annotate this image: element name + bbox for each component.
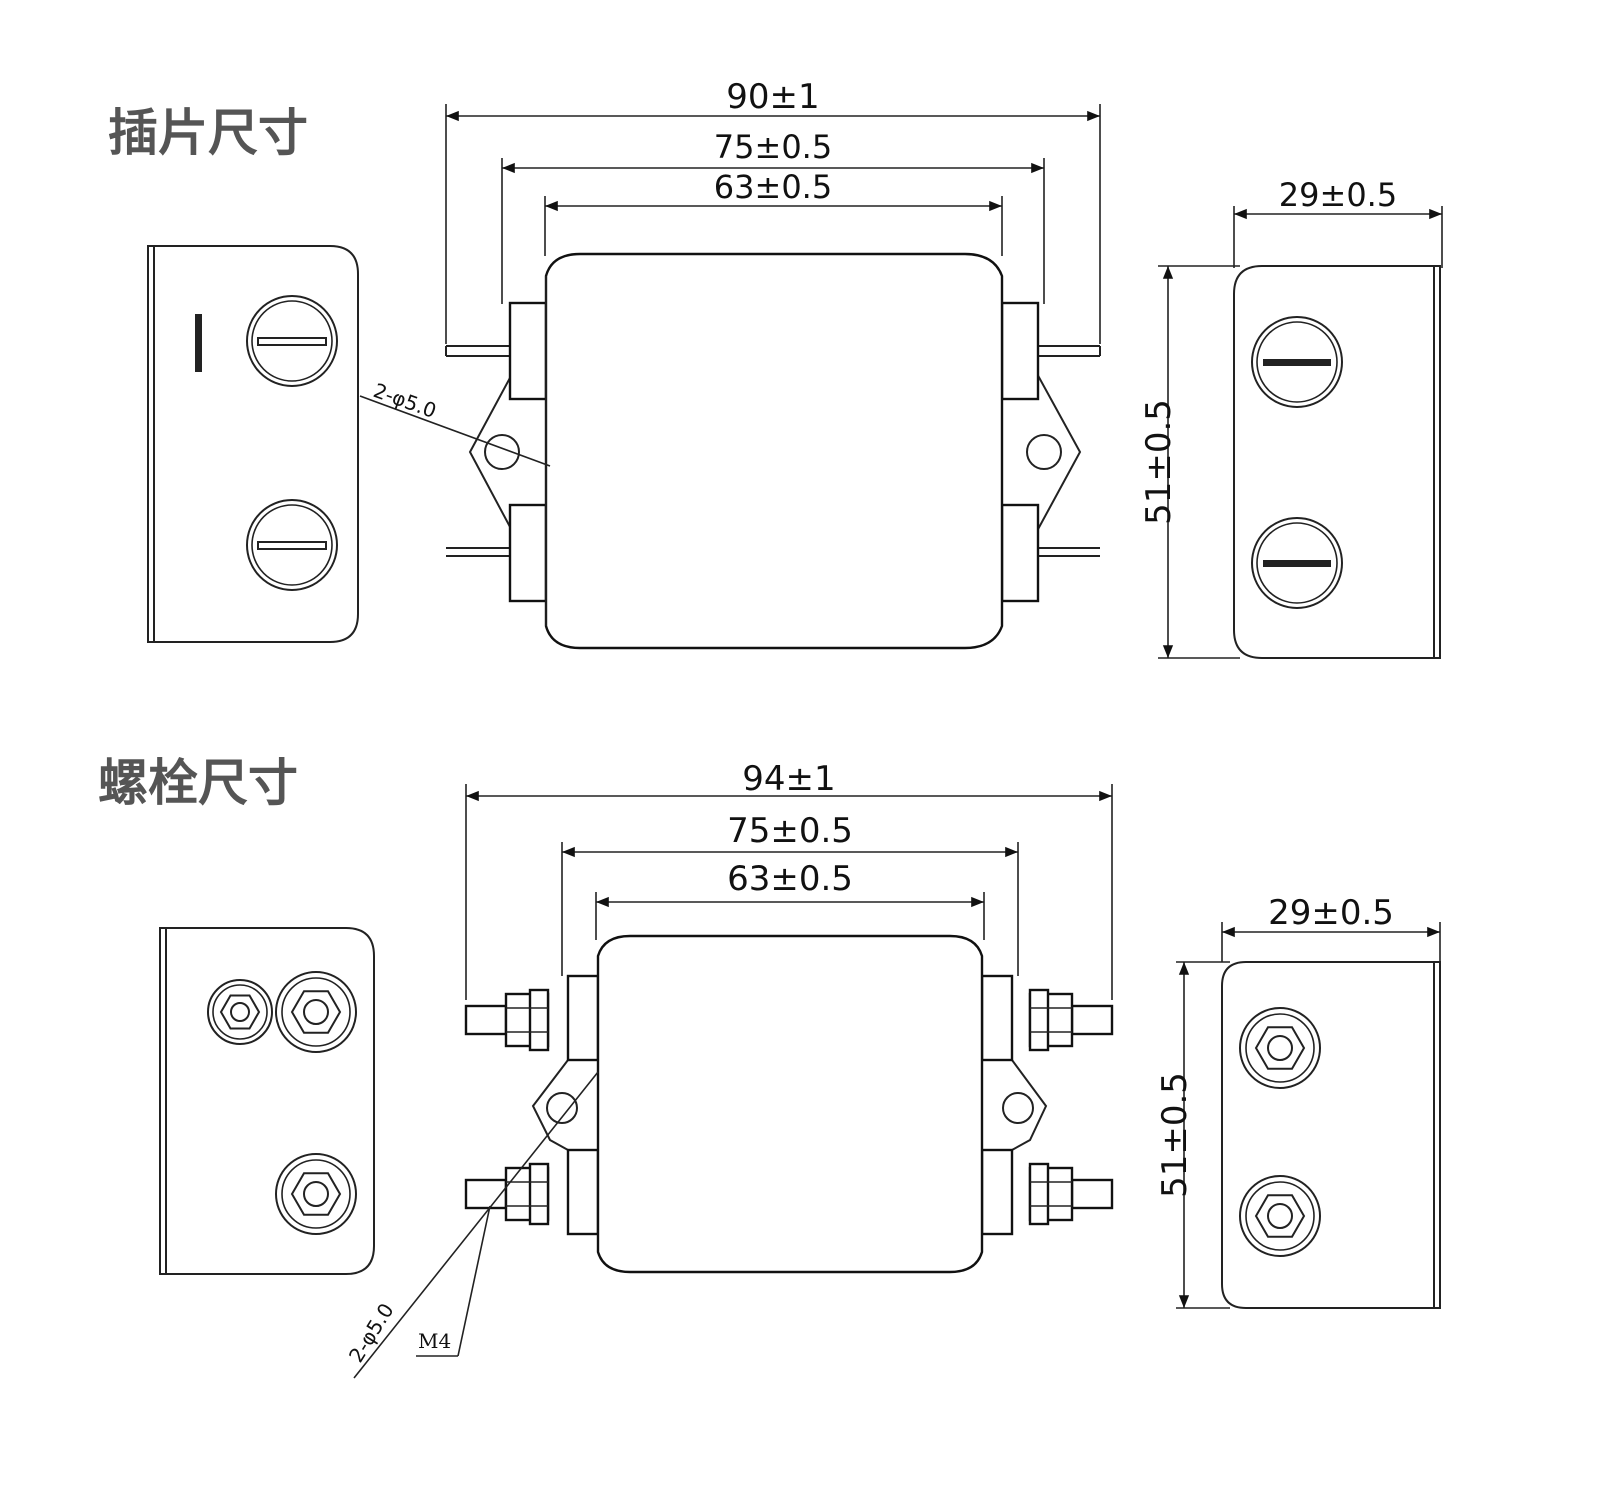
mount-hole-right	[1026, 434, 1062, 470]
section-title-bolt: 螺栓尺寸	[98, 754, 298, 812]
tab-hole-note: 2-φ5.0	[370, 378, 439, 423]
mount-hole-left	[484, 434, 520, 470]
tab-depth-label: 29±0.5	[1279, 176, 1397, 214]
bolt-end-view	[159, 927, 375, 1275]
stud-right-bottom	[1028, 1162, 1114, 1226]
bolt-hole-spacing-label: 63±0.5	[727, 859, 853, 899]
tab-terminal-bottom	[246, 499, 338, 591]
bolt-depth-label: 29±0.5	[1268, 893, 1394, 933]
side-terminal-bottom	[1251, 517, 1343, 609]
bolt-overall-width-label: 94±1	[742, 759, 835, 799]
bolt-filter-body	[596, 934, 984, 1274]
bolt-terminal-top	[275, 971, 357, 1053]
stud-left-top	[464, 988, 550, 1052]
side-terminal-top	[1251, 316, 1343, 408]
polarity-mark	[195, 314, 202, 372]
tab-front-view: 90±1 75±0.5 63±0.5 2-φ5.0	[359, 77, 1101, 650]
bolt-body-length-label: 75±0.5	[727, 811, 853, 851]
section-title-tab: 插片尺寸	[108, 104, 308, 162]
bolt-side-view: 29±0.5 51±0.5	[1155, 893, 1441, 1309]
tab-body-length-label: 75±0.5	[714, 128, 832, 166]
stud-left-bottom	[464, 1162, 550, 1226]
bolt-mount-hole-right	[1002, 1092, 1034, 1124]
bolt-height-label: 51±0.5	[1155, 1072, 1195, 1198]
stud-right-top	[1028, 988, 1114, 1052]
tab-hole-spacing-label: 63±0.5	[714, 168, 832, 206]
bolt-front-view: 94±1 75±0.5 63±0.5	[344, 759, 1114, 1379]
side-bolt-bottom	[1239, 1175, 1321, 1257]
tab-end-view	[147, 245, 359, 643]
bolt-terminal-small	[207, 979, 273, 1045]
bolt-terminal-bottom	[275, 1153, 357, 1235]
tab-height-label: 51±0.5	[1139, 399, 1179, 525]
bolt-thread-note: M4	[418, 1329, 451, 1353]
tab-filter-body	[544, 252, 1004, 650]
tab-side-view: 29±0.5 51±0.5	[1139, 176, 1443, 659]
tab-terminal-top	[246, 295, 338, 387]
side-bolt-top	[1239, 1007, 1321, 1089]
bolt-mount-hole-left	[546, 1092, 578, 1124]
tab-overall-width-label: 90±1	[726, 77, 819, 117]
